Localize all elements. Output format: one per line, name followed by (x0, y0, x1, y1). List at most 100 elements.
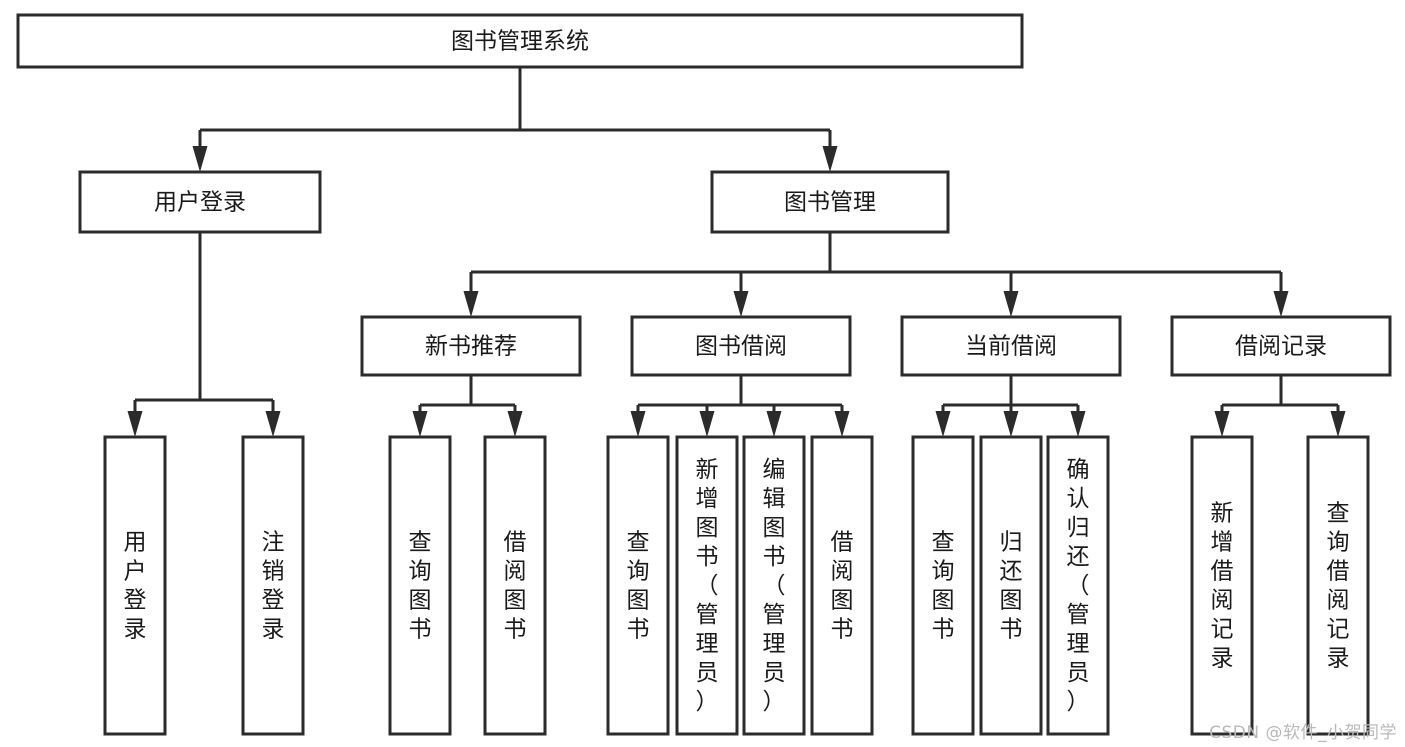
node-box[interactable] (1046, 435, 1110, 736)
node-label-char: 管 (696, 602, 719, 628)
node-label-char: 员 (696, 660, 719, 686)
node-box[interactable] (388, 435, 452, 736)
node-label-char: 书 (504, 617, 527, 643)
arrow-head-icon (822, 146, 838, 172)
node-label-char: 询 (932, 559, 955, 585)
arrow-head-icon (766, 411, 782, 437)
node-label-char: 询 (409, 559, 432, 585)
node-label-char: 图 (831, 588, 854, 614)
node-label-char: 注 (262, 530, 285, 556)
node-current-borrow[interactable]: 当前借阅 (900, 315, 1122, 377)
arrow-head-icon (935, 411, 951, 437)
connector-group (192, 67, 838, 172)
node-book-manage[interactable]: 图书管理 (710, 170, 950, 234)
node-label-char: 书 (627, 617, 650, 643)
node-label-char: （ (696, 573, 719, 599)
node-label: 当前借阅 (965, 334, 1057, 360)
node-new-book-recommend[interactable]: 新书推荐 (360, 315, 582, 377)
arrow-head-icon (192, 146, 208, 172)
node-label-char: 图 (504, 588, 527, 614)
node-label-char: 管 (1067, 602, 1090, 628)
node-box[interactable] (103, 435, 167, 736)
node-label-char: 录 (124, 617, 147, 643)
node-box[interactable] (1170, 315, 1392, 377)
node-label-char: 查 (409, 530, 432, 556)
arrow-head-icon (1070, 411, 1086, 437)
node-label-char: 登 (262, 588, 285, 614)
node-box[interactable] (16, 13, 1024, 69)
arrow-head-icon (834, 411, 850, 437)
node-box[interactable] (911, 435, 975, 736)
arrow-head-icon (463, 291, 479, 317)
node-box[interactable] (606, 435, 670, 736)
node-label-char: 登 (124, 588, 147, 614)
node-box[interactable] (630, 315, 852, 377)
node-book-borrow[interactable]: 图书借阅 (630, 315, 852, 377)
node-label-char: 理 (1067, 631, 1090, 657)
node-label-char: 员 (1067, 660, 1090, 686)
node-label-char: 确 (1067, 457, 1090, 483)
node-borrow-record[interactable]: 借阅记录 (1170, 315, 1392, 377)
node-label-char: 图 (409, 588, 432, 614)
node-label: 图书管理 (784, 190, 876, 216)
node-box[interactable] (710, 170, 950, 234)
node-label-char: 理 (763, 631, 786, 657)
node-label-char: 记 (1327, 617, 1350, 643)
arrow-head-icon (127, 411, 143, 437)
node-box[interactable] (241, 435, 305, 736)
node-label-char: 录 (262, 617, 285, 643)
node-box[interactable] (1306, 435, 1370, 736)
node-label-char: 查 (932, 530, 955, 556)
node-box[interactable] (78, 170, 322, 234)
node-label-char: 借 (504, 530, 527, 556)
node-label-char: 借 (1211, 559, 1234, 585)
node-leaf-user-login[interactable]: 用户登录 (103, 435, 167, 736)
node-label-char: 书 (1000, 617, 1023, 643)
node-user-login[interactable]: 用户登录 (78, 170, 322, 234)
arrow-head-icon (699, 411, 715, 437)
node-box[interactable] (483, 435, 547, 736)
node-box[interactable] (360, 315, 582, 377)
connectors-layer (127, 67, 1346, 437)
node-label-char: 用 (124, 530, 147, 556)
node-label-char: 借 (831, 530, 854, 556)
node-label-char: 询 (1327, 530, 1350, 556)
node-root[interactable]: 图书管理系统 (16, 13, 1024, 69)
node-label-char: 增 (696, 486, 719, 512)
node-label-char: 管 (763, 602, 786, 628)
node-box[interactable] (979, 435, 1043, 736)
node-label-char: 书 (696, 544, 719, 570)
connector-group (127, 232, 281, 437)
node-label: 图书管理系统 (451, 29, 589, 55)
arrow-head-icon (1003, 411, 1019, 437)
node-label-char: （ (1067, 573, 1090, 599)
arrow-head-icon (1330, 411, 1346, 437)
node-label-char: 辑 (763, 486, 786, 512)
arrow-head-icon (1214, 411, 1230, 437)
node-box[interactable] (675, 435, 739, 736)
node-box[interactable] (1190, 435, 1254, 736)
node-box[interactable] (810, 435, 874, 736)
node-label-char: 图 (696, 515, 719, 541)
node-box[interactable] (900, 315, 1122, 377)
node-label-char: 理 (696, 631, 719, 657)
node-label-char: 书 (763, 544, 786, 570)
node-label-char: 查 (627, 530, 650, 556)
arrow-head-icon (733, 291, 749, 317)
node-box[interactable] (742, 435, 806, 736)
node-label-char: 查 (1327, 501, 1350, 527)
